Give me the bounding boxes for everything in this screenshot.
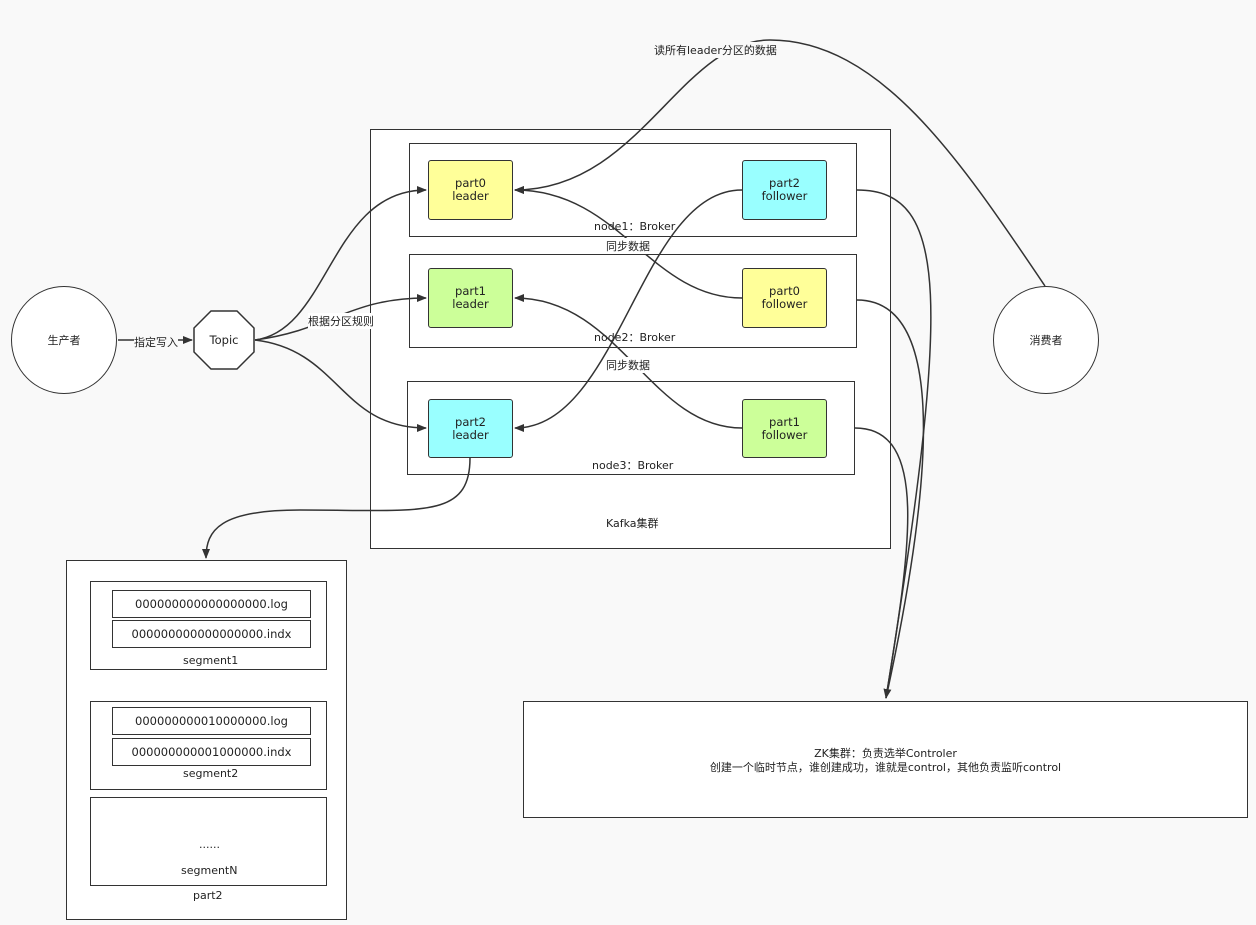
edge-label-write: 指定写入 (134, 334, 178, 350)
node2-follower-partition: part0 follower (742, 268, 827, 328)
node2-label: node2：Broker (594, 331, 676, 344)
producer-label: 生产者 (47, 334, 81, 347)
partition-role: leader (452, 297, 489, 311)
node1-follower-partition: part2 follower (742, 160, 827, 220)
partition-role: leader (452, 189, 489, 203)
segment1-log-file: 000000000000000000.log (112, 590, 311, 618)
partition-role: follower (761, 427, 808, 442)
topic-node: Topic (193, 310, 255, 370)
edge-label-read-all: 读所有leader分区的数据 (654, 42, 777, 58)
topic-label: Topic (209, 333, 239, 347)
producer-node: 生产者 (11, 286, 117, 394)
consumer-label: 消费者 (1029, 334, 1063, 347)
segmentN-box (90, 797, 327, 886)
node3-label: node3：Broker (592, 459, 674, 472)
zk-text: ZK集群：负责选举Controler 创建一个临时节点，谁创建成功，谁就是con… (523, 747, 1248, 775)
segment1-index-file: 000000000000000000.indx (112, 620, 311, 648)
segment2-index-file: 000000000001000000.indx (112, 738, 311, 766)
node2-leader-partition: part1 leader (428, 268, 513, 328)
zk-line2: 创建一个临时节点，谁创建成功，谁就是control，其他负责监听control (709, 761, 1062, 774)
partition-role: leader (452, 427, 489, 442)
node3-leader-partition: part2 leader (428, 399, 513, 458)
edge-label-partition-rule: 根据分区规则 (308, 313, 374, 329)
kafka-cluster-label: Kafka集群 (606, 517, 659, 530)
partition-name: part2 (455, 414, 486, 429)
segment2-log-file: 000000000010000000.log (112, 707, 311, 735)
consumer-node: 消费者 (993, 286, 1099, 394)
edge-label-sync2: 同步数据 (606, 357, 650, 373)
node1-label: node1：Broker (594, 220, 676, 233)
segment1-label: segment1 (183, 654, 239, 667)
partition-role: follower (761, 297, 808, 311)
partition-name: part0 (769, 284, 800, 298)
node1-leader-partition: part0 leader (428, 160, 513, 220)
partition-name: part0 (455, 176, 486, 190)
edge-label-sync1: 同步数据 (606, 238, 650, 254)
partition-role: follower (761, 189, 808, 203)
segment2-label: segment2 (183, 767, 239, 780)
partition-name: part1 (455, 284, 486, 298)
node3-follower-partition: part1 follower (742, 399, 827, 458)
partition-name: part1 (769, 414, 800, 429)
zk-cluster (523, 701, 1248, 818)
storage-label: part2 (193, 889, 223, 902)
segmentN-ellipsis: ...... (199, 838, 220, 851)
segmentN-label: segmentN (181, 864, 238, 877)
zk-line1: ZK集群：负责选举Controler (814, 747, 957, 760)
